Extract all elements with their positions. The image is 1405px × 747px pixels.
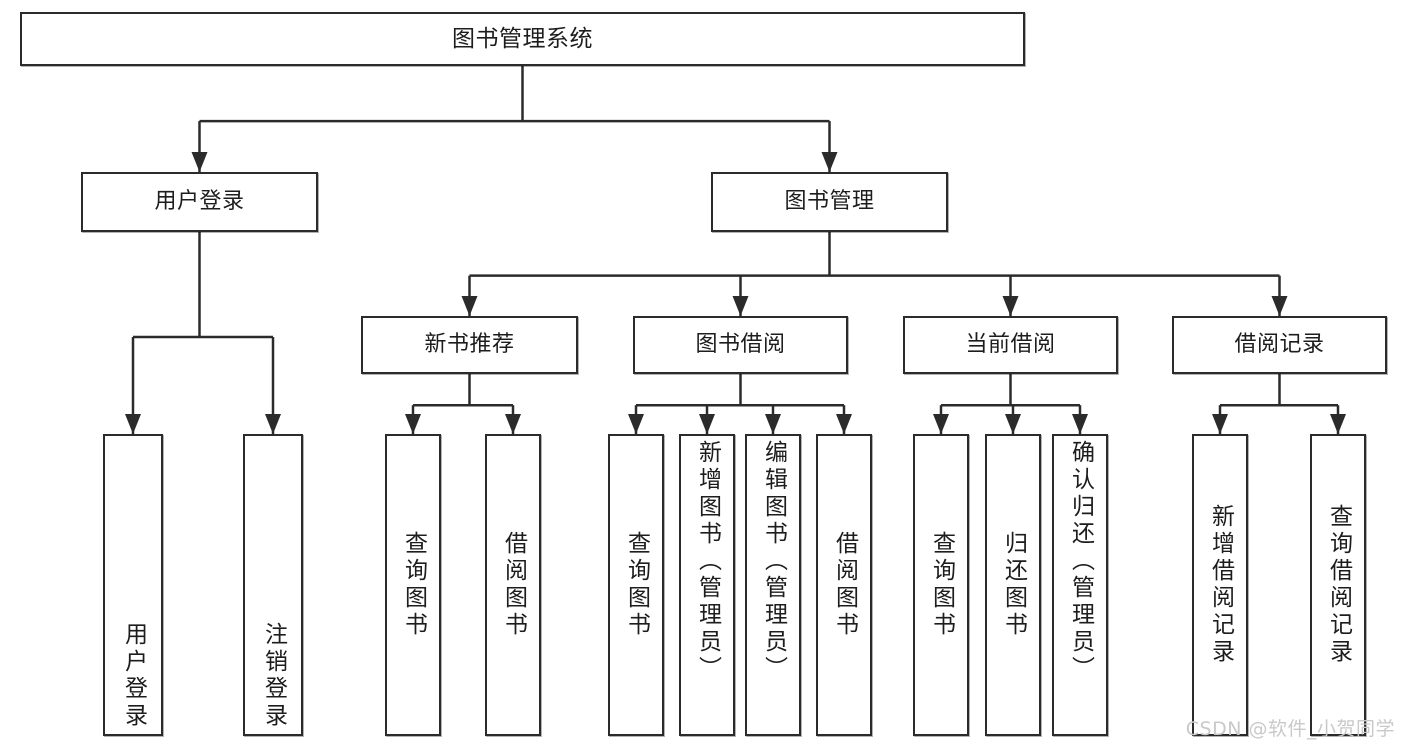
arrowhead-icon [505, 414, 521, 434]
node-leaf-query-book-2-label: 查询图书 [623, 531, 650, 639]
node-book-management[interactable]: 图书管理 [711, 172, 948, 232]
arrowhead-icon [461, 296, 478, 316]
node-leaf-edit-book-label: 编辑图书（管理员） [760, 440, 787, 683]
node-book-borrow-label: 图书借阅 [695, 332, 786, 358]
arrowhead-icon [125, 414, 141, 434]
node-leaf-query-record-label: 查询借阅记录 [1325, 504, 1352, 666]
node-leaf-query-book-1[interactable]: 查询图书 [385, 434, 441, 736]
node-leaf-add-book-label: 新增图书（管理员） [694, 440, 721, 683]
node-book-borrow[interactable]: 图书借阅 [633, 316, 848, 374]
node-leaf-add-record-label: 新增借阅记录 [1207, 504, 1234, 666]
node-leaf-borrow-book-2-label: 借阅图书 [831, 531, 858, 639]
arrowhead-icon [836, 414, 852, 434]
arrowhead-icon [628, 414, 644, 434]
arrowhead-icon [1002, 296, 1019, 316]
node-leaf-query-record[interactable]: 查询借阅记录 [1310, 434, 1366, 736]
arrowhead-icon [191, 152, 208, 172]
node-leaf-edit-book[interactable]: 编辑图书（管理员） [745, 434, 801, 736]
node-leaf-confirm-return-label: 确认归还（管理员） [1067, 440, 1094, 683]
node-leaf-logout[interactable]: 注销登录 [243, 434, 303, 736]
node-leaf-query-book-3[interactable]: 查询图书 [913, 434, 969, 736]
arrowhead-icon [765, 414, 781, 434]
node-borrow-record[interactable]: 借阅记录 [1172, 316, 1387, 374]
node-leaf-return-book[interactable]: 归还图书 [985, 434, 1041, 736]
arrowhead-icon [405, 414, 421, 434]
arrowhead-icon [699, 414, 715, 434]
node-new-book-recommend-label: 新书推荐 [424, 332, 515, 358]
arrowhead-icon [1271, 296, 1288, 316]
node-user-login[interactable]: 用户登录 [81, 172, 318, 232]
arrowhead-icon [265, 414, 281, 434]
node-current-borrow[interactable]: 当前借阅 [903, 316, 1118, 374]
node-leaf-return-book-label: 归还图书 [1000, 531, 1027, 639]
arrowhead-icon [1212, 414, 1228, 434]
node-borrow-record-label: 借阅记录 [1234, 332, 1325, 358]
node-leaf-confirm-return[interactable]: 确认归还（管理员） [1052, 434, 1108, 736]
node-leaf-query-book-1-label: 查询图书 [400, 531, 427, 639]
node-leaf-add-book[interactable]: 新增图书（管理员） [679, 434, 735, 736]
arrowhead-icon [732, 296, 749, 316]
arrowhead-icon [1330, 414, 1346, 434]
node-leaf-borrow-book-1[interactable]: 借阅图书 [485, 434, 541, 736]
node-leaf-add-record[interactable]: 新增借阅记录 [1192, 434, 1248, 736]
arrowhead-icon [1005, 414, 1021, 434]
arrowhead-icon [821, 152, 838, 172]
node-current-borrow-label: 当前借阅 [965, 332, 1056, 358]
node-book-management-label: 图书管理 [784, 189, 875, 215]
node-new-book-recommend[interactable]: 新书推荐 [361, 316, 578, 374]
node-root-label: 图书管理系统 [452, 25, 593, 52]
arrowhead-icon [933, 414, 949, 434]
node-leaf-query-book-3-label: 查询图书 [928, 531, 955, 639]
node-leaf-logout-label: 注销登录 [260, 622, 287, 730]
watermark: CSDN @软件_小贺同学 [1185, 718, 1395, 740]
node-user-login-label: 用户登录 [154, 189, 245, 215]
node-leaf-user-login[interactable]: 用户登录 [103, 434, 163, 736]
node-leaf-query-book-2[interactable]: 查询图书 [608, 434, 664, 736]
node-leaf-user-login-label: 用户登录 [120, 622, 147, 730]
node-root[interactable]: 图书管理系统 [20, 12, 1025, 66]
arrowhead-icon [1072, 414, 1088, 434]
node-leaf-borrow-book-2[interactable]: 借阅图书 [816, 434, 872, 736]
node-leaf-borrow-book-1-label: 借阅图书 [500, 531, 527, 639]
